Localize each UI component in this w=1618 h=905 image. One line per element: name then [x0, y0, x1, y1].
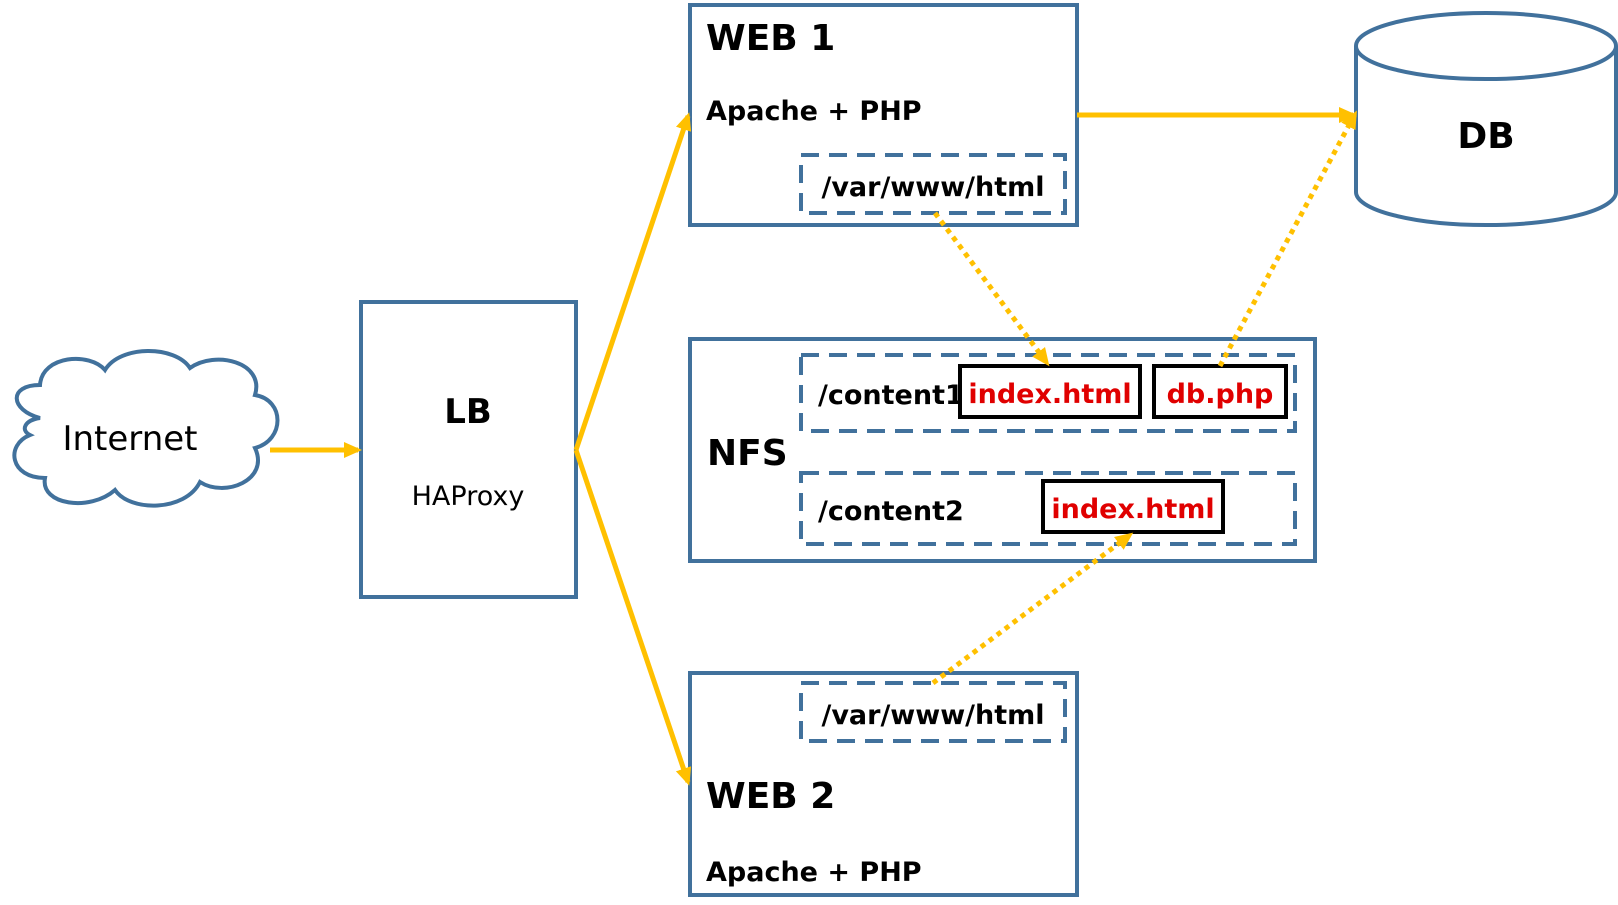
- lb-box: [359, 300, 578, 599]
- nfs-title: NFS: [707, 433, 788, 474]
- internet-cloud: Internet: [12, 349, 280, 508]
- dotted-dbphp-to-db: [1217, 110, 1358, 368]
- content1-file-db-label: db.php: [1167, 379, 1274, 410]
- connections: [270, 107, 1358, 786]
- db-cylinder-top: [1354, 11, 1618, 81]
- arrow-lb-to-web1: [573, 112, 692, 451]
- cloud-shape: [12, 349, 280, 508]
- content2-file-index-label: index.html: [1051, 494, 1214, 525]
- dotted-web1-dir-to-content1-index: [932, 211, 1050, 367]
- lb-subtitle: HAProxy: [412, 481, 525, 512]
- web2-title: WEB 2: [706, 776, 835, 817]
- web2-node: /var/www/html WEB 2 Apache + PHP: [688, 671, 1079, 897]
- internet-label: Internet: [62, 419, 197, 459]
- content2-file-index: [1041, 479, 1225, 534]
- lb-node: LB HAProxy: [359, 300, 578, 599]
- db-cylinder-body: [1354, 46, 1618, 227]
- web2-stack: Apache + PHP: [706, 857, 922, 888]
- content1-box: [799, 353, 1297, 433]
- db-label: DB: [1457, 116, 1514, 157]
- content1-label: /content1: [818, 380, 964, 411]
- arrow-lb-to-web2: [573, 449, 692, 786]
- content2-label: /content2: [818, 496, 964, 527]
- lb-title: LB: [444, 392, 492, 432]
- web1-dir-box: [799, 153, 1067, 215]
- web1-stack: Apache + PHP: [706, 96, 922, 127]
- db-node: DB: [1354, 11, 1618, 227]
- web2-dir-label: /var/www/html: [821, 700, 1044, 731]
- content1-file-index: [958, 364, 1142, 419]
- content1-file-index-label: index.html: [968, 379, 1131, 410]
- web1-dir-label: /var/www/html: [821, 172, 1044, 203]
- nfs-node: NFS /content1 index.html db.php /content…: [688, 337, 1317, 563]
- web1-node: WEB 1 Apache + PHP /var/www/html: [688, 3, 1079, 227]
- web2-dir-box: [799, 681, 1067, 743]
- web2-box: [688, 671, 1079, 897]
- web1-box: [688, 3, 1079, 227]
- web1-title: WEB 1: [706, 18, 835, 59]
- content2-box: [799, 471, 1297, 546]
- dotted-web2-dir-to-content2-index: [931, 532, 1134, 685]
